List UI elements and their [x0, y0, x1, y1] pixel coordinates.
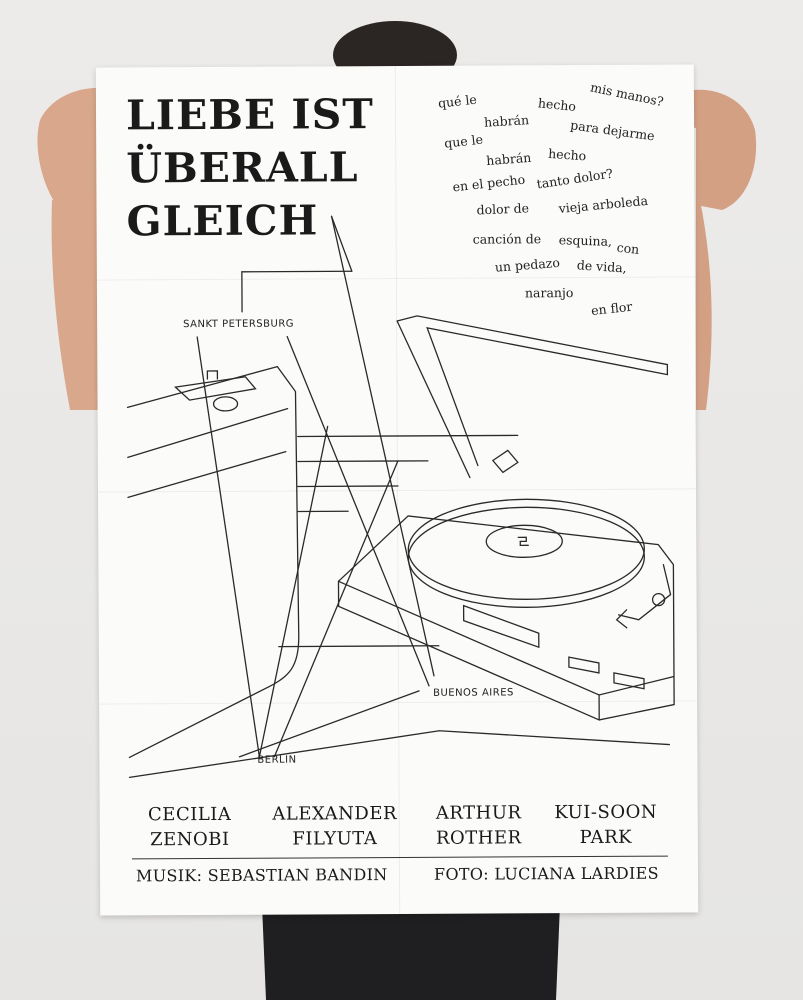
cast-first-name: KUI-SOON [554, 801, 658, 824]
poem-word: habrán [483, 112, 530, 130]
cast-list: CECILIA ZENOBI ALEXANDER FILYUTA ARTHUR … [100, 799, 698, 854]
place-label-berlin: BERLIN [257, 754, 297, 766]
poem-word: de vida, [576, 257, 628, 276]
cast-first-name: ALEXANDER [272, 803, 398, 825]
turntable-drawing [126, 215, 675, 779]
place-label-buenos-aires: BUENOS AIRES [433, 687, 514, 699]
cast-member: KUI-SOON PARK [546, 800, 666, 851]
title-line: GLEICH [126, 196, 319, 246]
photo-credit: FOTO: LUCIANA LARDIES [433, 863, 659, 884]
place-label-sankt-petersburg: SANKT PETERSBURG [183, 318, 295, 331]
poem-word: dolor de [476, 200, 530, 218]
cast-member: ALEXANDER FILYUTA [262, 801, 408, 852]
poem-word: hecho [547, 145, 587, 164]
poem-word: con [616, 239, 641, 257]
poem-word: esquina, [558, 232, 613, 249]
cast-last-name: ZENOBI [150, 828, 230, 851]
poem-word: canción de [472, 231, 542, 247]
cast-member: ARTHUR ROTHER [424, 800, 534, 851]
cast-member: CECILIA ZENOBI [130, 802, 250, 853]
title-line: LIEBE IST [125, 90, 374, 140]
cast-first-name: CECILIA [147, 803, 232, 826]
cast-last-name: FILYUTA [292, 828, 378, 850]
poster: LIEBE IST ÜBERALL GLEICH qué le habrán h… [95, 64, 699, 916]
music-credit: MUSIK: SEBASTIAN BANDIN [135, 865, 388, 886]
poster-title: LIEBE IST ÜBERALL GLEICH [126, 88, 375, 248]
poem-word: naranjo [524, 285, 574, 301]
cast-first-name: ARTHUR [435, 802, 522, 824]
cast-last-name: PARK [579, 826, 633, 849]
cast-last-name: ROTHER [435, 827, 522, 849]
title-line: ÜBERALL [126, 143, 359, 193]
